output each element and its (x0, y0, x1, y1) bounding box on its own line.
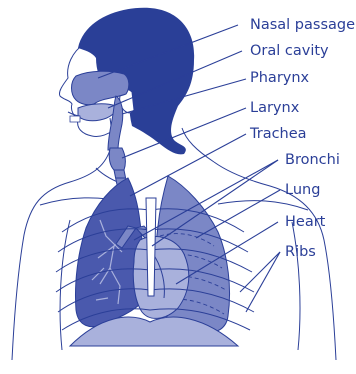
label-ribs: Ribs (285, 244, 316, 260)
upper-airway (68, 71, 129, 150)
label-heart: Heart (285, 214, 326, 230)
label-lung: Lung (285, 182, 320, 198)
left-lung (75, 178, 143, 327)
leader-trachea (130, 134, 246, 196)
teeth (70, 116, 80, 122)
label-trachea: Trachea (249, 126, 307, 142)
label-bronchi: Bronchi (285, 152, 340, 168)
label-nasal-passage: Nasal passage (250, 17, 355, 33)
label-larynx: Larynx (250, 100, 300, 116)
leader-ribs-b (246, 252, 280, 312)
label-oral-cavity: Oral cavity (250, 43, 329, 59)
leader-ribs-a (240, 252, 280, 292)
label-pharynx: Pharynx (250, 70, 310, 86)
labels: Nasal passage Oral cavity Pharynx Larynx… (249, 17, 355, 260)
sternum (146, 198, 156, 296)
leader-lung (196, 190, 280, 238)
larynx (109, 148, 125, 170)
